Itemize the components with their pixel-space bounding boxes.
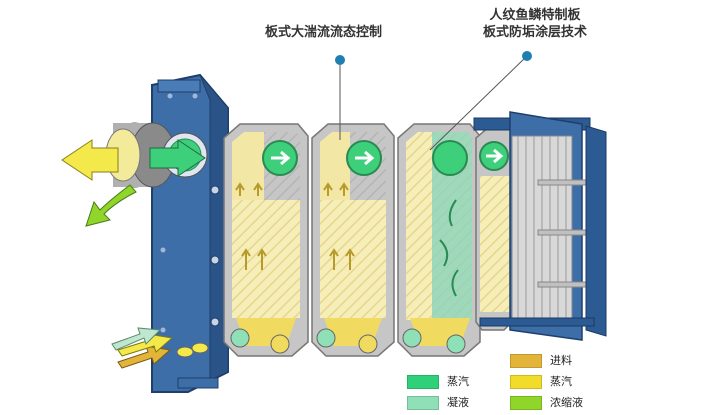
bottom-guide-bar	[479, 317, 595, 327]
plate-pack	[473, 111, 607, 341]
legend-swatch	[510, 396, 542, 410]
legend-item-condensate: 凝液	[407, 394, 469, 410]
end-support-column	[585, 125, 607, 337]
legend-swatch	[510, 354, 542, 368]
heat-exchange-plate-2	[311, 123, 395, 357]
legend-label: 凝液	[447, 396, 469, 409]
legend-label: 蒸汽	[550, 375, 572, 388]
fish-scale-label-line2: 板式防垢涂层技术	[483, 25, 588, 40]
legend-swatch	[407, 396, 439, 410]
heat-exchange-plate-1	[223, 123, 309, 357]
legend-label: 蒸汽	[447, 375, 469, 388]
legend-label: 浓缩液	[550, 396, 583, 409]
heat-exchange-plate-3	[397, 123, 481, 357]
frame-top-bar	[157, 79, 201, 93]
bottom-inlet-arrows	[111, 327, 209, 369]
frame-plate-side	[199, 74, 229, 381]
legend-item-feed: 进料	[510, 352, 572, 368]
concentrate-outlet-arrow	[85, 184, 137, 227]
legend-item-steam-yellow: 蒸汽	[510, 373, 572, 389]
steam-inlet-arrow	[149, 139, 206, 177]
legend-item-concentrate: 浓缩液	[510, 394, 583, 410]
legend-item-steam-green: 蒸汽	[407, 373, 469, 389]
heat-exchange-plate-4	[475, 125, 515, 331]
steam-outlet-arrow	[61, 139, 119, 181]
fish-scale-callout: 人纹鱼鳞特制板 板式防垢涂层技术	[483, 7, 587, 41]
fish-scale-label-line1: 人纹鱼鳞特制板	[489, 8, 581, 23]
legend-swatch	[510, 375, 542, 389]
callout-dot-2	[522, 51, 532, 61]
callout-leaders	[335, 51, 532, 151]
flow-control-callout: 板式大湍流流态控制	[265, 24, 382, 41]
legend-label: 进料	[550, 354, 572, 367]
legend-swatch	[407, 375, 439, 389]
frame-foot	[177, 377, 219, 389]
callout-dot-1	[335, 55, 345, 65]
flow-control-label: 板式大湍流流态控制	[265, 25, 383, 40]
